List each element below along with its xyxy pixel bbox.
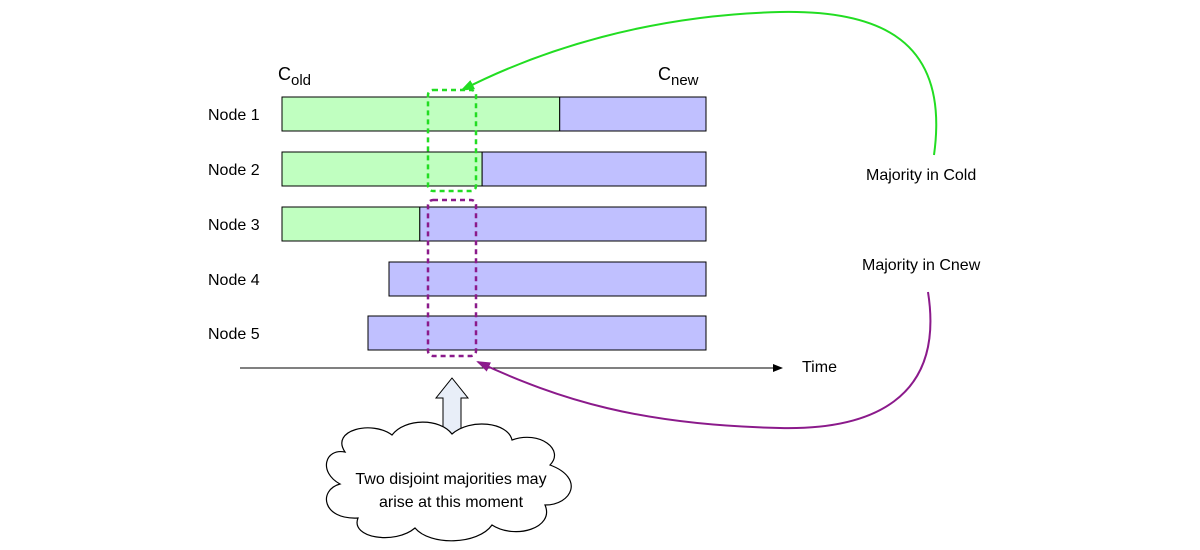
- cloud-icon: [325, 421, 572, 542]
- node-label-3: Node 3: [208, 217, 260, 234]
- c-new-header: Cnew: [658, 64, 699, 89]
- node-1-new-config-bar: [559, 96, 707, 132]
- node-label-4: Node 4: [208, 272, 260, 289]
- node-rows: Node 1 Node 2 Node 3 Node 4 Node 5: [208, 96, 707, 351]
- node-3-new-config-bar: [419, 206, 707, 242]
- node-label-1: Node 1: [208, 107, 260, 124]
- new-majority-box: [426, 198, 478, 358]
- majority-old-label: Majority in Cold: [866, 167, 976, 184]
- node-2-new-config-bar: [481, 151, 707, 187]
- time-axis-label: Time: [802, 359, 837, 376]
- cloud-text-line1: Two disjoint majorities may: [355, 471, 546, 488]
- old-majority-pointer: [460, 10, 938, 156]
- node-2-old-config-bar: [281, 151, 483, 187]
- node-1-old-config-bar: [281, 96, 561, 132]
- node-4-new-config-bar: [388, 261, 707, 297]
- node-3-old-config-bar: [281, 206, 421, 242]
- node-label-2: Node 2: [208, 162, 260, 179]
- node-label-5: Node 5: [208, 326, 260, 343]
- new-majority-pointer: [476, 291, 932, 430]
- node-5-new-config-bar: [367, 315, 707, 351]
- majority-new-label: Majority in Cnew: [862, 257, 981, 274]
- cloud-text-line2: arise at this moment: [379, 494, 524, 511]
- old-majority-box: [426, 88, 478, 193]
- c-old-header: Cold: [278, 64, 311, 89]
